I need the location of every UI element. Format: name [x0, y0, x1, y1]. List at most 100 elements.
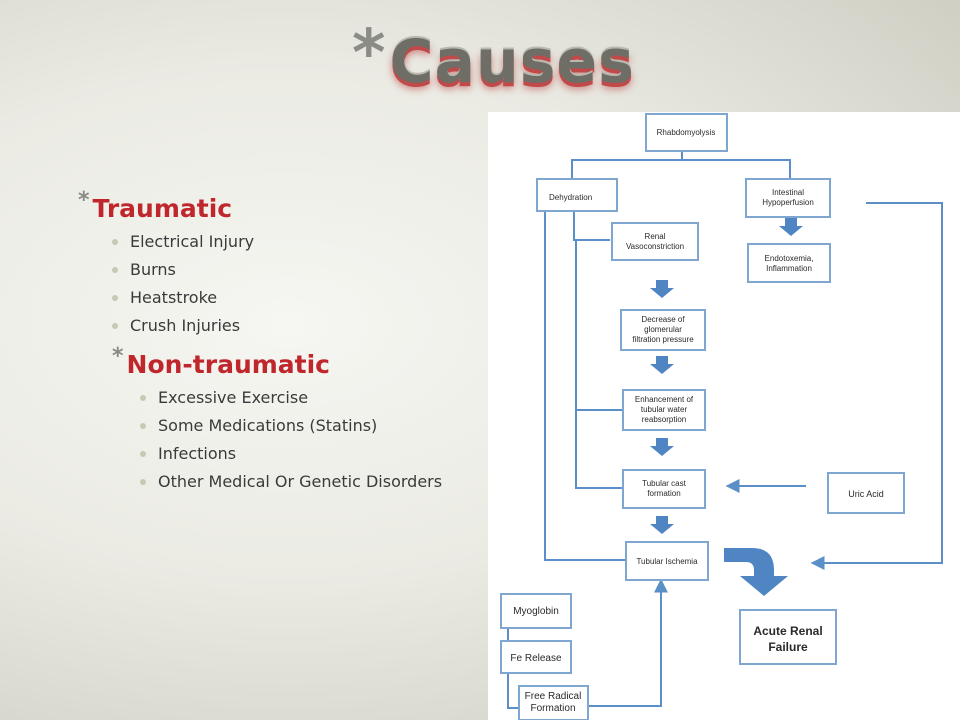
- causes-flowchart: Rhabdomyolysis Dehydration Intestinal Hy…: [488, 112, 960, 720]
- title-asterisk-icon: *: [352, 17, 386, 91]
- arrow-down-icon: [650, 280, 674, 298]
- node-myoglobin: Myoglobin: [500, 593, 572, 629]
- traumatic-heading: Traumatic: [92, 194, 233, 223]
- connector-dehydration-ischemia: [544, 210, 628, 561]
- node-uric-acid: Uric Acid: [827, 472, 905, 514]
- connector-intestinal-ischemia: [810, 202, 943, 570]
- bullet-dot-icon: [112, 323, 118, 329]
- node-box: [500, 640, 572, 674]
- node-box: [827, 472, 905, 514]
- node-box: [536, 178, 618, 212]
- arrow-down-icon: [650, 356, 674, 374]
- bullet-dot-icon: [140, 395, 146, 401]
- node-acute-renal-failure: Acute Renal Failure: [739, 609, 837, 665]
- bullet-dot-icon: [112, 295, 118, 301]
- node-label: reabsorption: [642, 415, 686, 424]
- node-intestinal-hypoperfusion: Intestinal Hypoperfusion: [745, 178, 831, 218]
- node-dehydration: Dehydration: [536, 178, 618, 212]
- node-box: [611, 222, 699, 261]
- non-traumatic-list: Excessive Exercise Some Medications (Sta…: [132, 384, 488, 496]
- list-item: Heatstroke: [104, 284, 488, 312]
- node-label: Acute Renal: [753, 624, 822, 638]
- node-label: Formation: [530, 703, 575, 714]
- node-label: Uric Acid: [848, 489, 884, 499]
- bullet-asterisk-icon: *: [78, 188, 90, 213]
- node-tubular-cast: Tubular cast formation: [622, 469, 706, 509]
- node-label: Failure: [768, 640, 808, 654]
- slide-title: * Causes: [352, 22, 635, 102]
- title-text: Causes: [389, 27, 635, 97]
- arrow-down-icon: [779, 218, 803, 236]
- list-item-text: Other Medical Or Genetic Disorders: [158, 472, 443, 491]
- node-label: formation: [647, 489, 680, 498]
- connector-rhabdo-intestinal: [682, 159, 791, 178]
- node-box: [500, 593, 572, 629]
- list-item: Infections: [132, 440, 488, 468]
- node-label: Intestinal: [772, 188, 804, 197]
- bullet-dot-icon: [112, 267, 118, 273]
- node-enhancement: Enhancement of tubular water reabsorptio…: [622, 389, 706, 431]
- node-label: Endotoxemia,: [765, 254, 814, 263]
- list-item: Excessive Exercise: [132, 384, 488, 412]
- non-traumatic-heading: Non-traumatic: [126, 350, 330, 379]
- list-item-text: Heatstroke: [130, 288, 218, 307]
- node-free-radical: Free Radical Formation: [518, 685, 589, 720]
- list-item: Other Medical Or Genetic Disorders: [132, 468, 488, 496]
- node-rhabdomyolysis: Rhabdomyolysis: [645, 113, 728, 152]
- list-item-text: Excessive Exercise: [158, 388, 309, 407]
- traumatic-list: Electrical Injury Burns Heatstroke Crush…: [104, 228, 488, 340]
- node-label: filtration pressure: [632, 335, 694, 344]
- node-box: [622, 389, 706, 431]
- node-renal-vasoconstriction: Renal Vasoconstriction: [611, 222, 699, 261]
- node-box: [747, 243, 831, 283]
- list-item-text: Crush Injuries: [130, 316, 241, 335]
- list-item: Electrical Injury: [104, 228, 488, 256]
- bullet-asterisk-icon: *: [112, 344, 124, 369]
- bullet-dot-icon: [140, 479, 146, 485]
- node-tubular-ischemia: Tubular Ischemia: [625, 541, 709, 581]
- bullet-dot-icon: [112, 239, 118, 245]
- node-label: Dehydration: [549, 193, 592, 202]
- node-box: [645, 113, 728, 152]
- node-box: [625, 541, 709, 581]
- node-endotoxemia: Endotoxemia, Inflammation: [747, 243, 831, 283]
- node-label: Tubular cast: [642, 479, 687, 488]
- bullet-dot-icon: [140, 451, 146, 457]
- list-item: Some Medications (Statins): [132, 412, 488, 440]
- list-item-text: Burns: [130, 260, 176, 279]
- node-label: Inflammation: [766, 264, 812, 273]
- list-item-text: Infections: [158, 444, 237, 463]
- bullet-dot-icon: [140, 423, 146, 429]
- connector-dehydration-renal: [573, 210, 610, 241]
- list-item: Burns: [104, 256, 488, 284]
- node-label: Decrease of: [641, 315, 685, 324]
- node-label: Tubular Ischemia: [636, 557, 698, 566]
- block-arrows: [650, 218, 803, 596]
- node-label: tubular water: [641, 405, 688, 414]
- node-label: Myoglobin: [513, 606, 559, 617]
- connector-radical-ischemia: [588, 578, 668, 707]
- node-label: Free Radical: [525, 691, 582, 702]
- node-box: [620, 309, 706, 351]
- arrow-down-icon: [650, 516, 674, 534]
- node-box: [745, 178, 831, 218]
- traumatic-heading-row: * Traumatic: [78, 190, 488, 228]
- node-label: Renal: [645, 232, 666, 241]
- node-label: Vasoconstriction: [626, 242, 684, 251]
- node-label: Hypoperfusion: [762, 198, 814, 207]
- node-label: Fe Release: [510, 653, 562, 664]
- connector-dehydration-cast: [575, 410, 622, 489]
- arrow-down-icon: [650, 438, 674, 456]
- node-box: [739, 609, 837, 665]
- list-item: Crush Injuries: [104, 312, 488, 340]
- list-item-text: Electrical Injury: [130, 232, 255, 251]
- node-decrease-gfp: Decrease of glomerular filtration pressu…: [620, 309, 706, 351]
- diagram-nodes: Rhabdomyolysis Dehydration Intestinal Hy…: [500, 113, 905, 720]
- curved-arrow-icon: [724, 548, 788, 596]
- node-fe-release: Fe Release: [500, 640, 572, 674]
- causes-list: * Traumatic Electrical Injury Burns Heat…: [78, 190, 488, 496]
- connector-rhabdo-dehydration: [571, 150, 683, 178]
- node-box: [518, 685, 589, 720]
- node-label: glomerular: [644, 325, 682, 334]
- node-box: [622, 469, 706, 509]
